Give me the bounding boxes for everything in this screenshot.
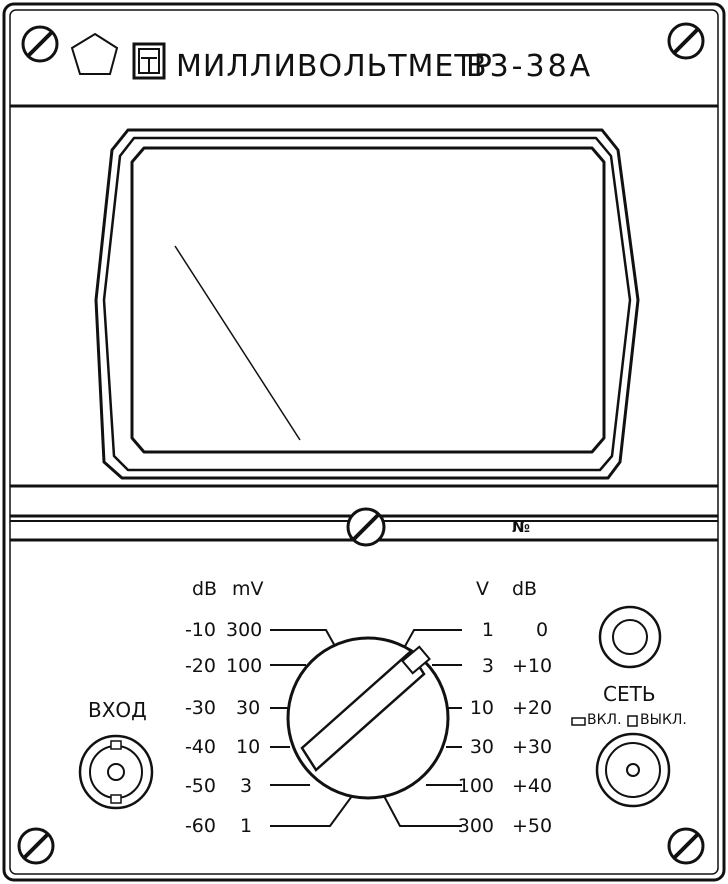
right-header-db: dB: [512, 578, 538, 600]
power-label: СЕТЬ: [603, 682, 656, 706]
left-db-value: -10: [184, 619, 216, 641]
left-db-value: -60: [184, 815, 216, 837]
right-v-value: 3: [481, 655, 494, 677]
right-db-value: +20: [512, 697, 553, 719]
quality-mark-icon: [132, 42, 166, 80]
left-header-db: dB: [192, 578, 218, 600]
right-db-value: 0: [536, 619, 549, 641]
meter-window-middle: [102, 136, 632, 472]
screw-bottom-right-icon: [667, 827, 705, 865]
left-mv-value: 100: [226, 655, 263, 677]
pentagon-emblem-icon: [70, 32, 119, 75]
right-header-v: V: [476, 578, 489, 600]
left-db-value: -50: [184, 775, 216, 797]
input-label: ВХОД: [88, 698, 147, 722]
right-db-value: +40: [512, 775, 553, 797]
meter-window-inner: [130, 146, 606, 454]
meter-window-outer: [94, 128, 640, 480]
right-v-value: 10: [469, 697, 494, 719]
left-mv-value: 30: [236, 697, 261, 719]
screw-top-right-icon: [667, 22, 705, 60]
left-db-value: -20: [184, 655, 216, 677]
serial-number-label: №: [512, 518, 531, 536]
left-db-value: -30: [184, 697, 216, 719]
input-connector[interactable]: [78, 734, 154, 810]
right-db-value: +10: [512, 655, 553, 677]
panel-inner-frame: [9, 9, 719, 875]
right-v-value: 100: [457, 775, 494, 797]
range-selector-knob[interactable]: [286, 636, 450, 800]
screw-bottom-left-icon: [17, 827, 55, 865]
right-v-value: 1: [481, 619, 494, 641]
screw-top-left-icon: [21, 25, 59, 63]
left-mv-value: 1: [240, 815, 253, 837]
meter-needle: [174, 245, 301, 441]
off-marker-icon: [627, 715, 638, 727]
power-on-label: ВКЛ.: [587, 712, 622, 728]
device-model: В3-38А: [466, 49, 594, 84]
on-marker-icon: [571, 717, 586, 726]
power-switch[interactable]: [595, 732, 671, 808]
left-mv-value: 10: [236, 736, 261, 758]
device-title: МИЛЛИВОЛЬТМЕТР: [176, 49, 493, 84]
left-db-value: -40: [184, 736, 216, 758]
zero-adjust-screw[interactable]: [346, 507, 386, 547]
power-off-label: ВЫКЛ.: [640, 712, 687, 728]
left-header-mv: mV: [232, 578, 264, 600]
right-db-value: +50: [512, 815, 553, 837]
left-mv-value: 3: [240, 775, 253, 797]
right-v-value: 300: [457, 815, 494, 837]
left-mv-value: 300: [226, 619, 263, 641]
right-db-value: +30: [512, 736, 553, 758]
right-v-value: 30: [469, 736, 494, 758]
power-indicator-lamp: [598, 605, 662, 669]
